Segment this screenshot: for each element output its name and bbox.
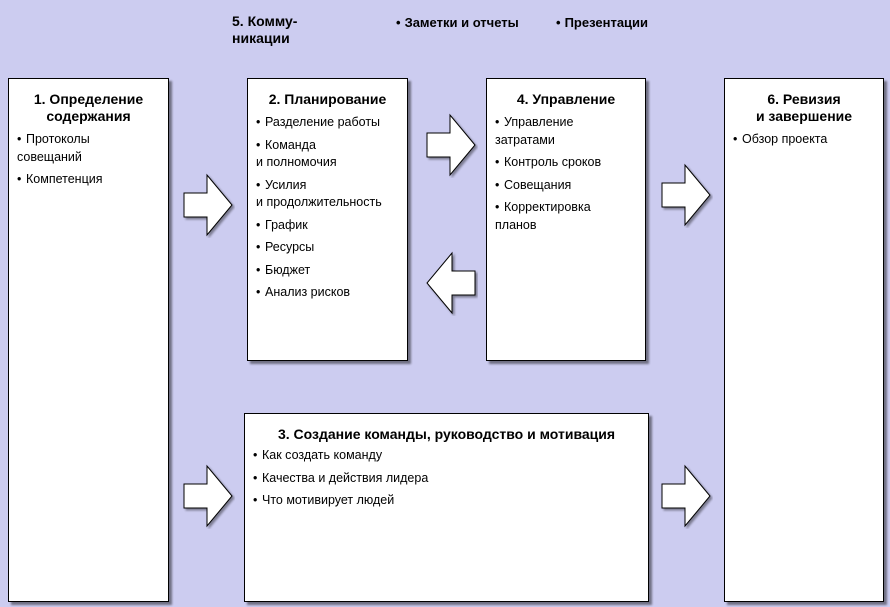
arrow-right-icon <box>661 464 711 528</box>
scope-list: •Протоколы совещаний •Компетенция <box>9 131 168 189</box>
team-list: •Как создать команду •Качества и действи… <box>245 447 648 510</box>
planning-title: 2. Планирование <box>268 91 387 107</box>
arrow-right-icon <box>661 163 711 227</box>
scope-box: 1. Определение содержания •Протоколы сов… <box>8 78 169 602</box>
list-item: •Качества и действия лидера <box>253 470 429 485</box>
list-item: •Что мотивирует людей <box>253 493 395 507</box>
review-box: 6. Ревизия и завершение •Обзор проекта <box>724 78 884 602</box>
list-item: •Контроль сроков <box>495 155 602 169</box>
scope-title: 1. Определение содержания <box>33 91 144 124</box>
list-item: •Бюджет <box>256 262 311 277</box>
list-item: •Управление затратами <box>495 115 574 147</box>
management-list: •Управление затратами •Контроль сроков •… <box>487 114 645 234</box>
arrow-right-icon <box>183 173 233 237</box>
list-item: •Корректировка планов <box>495 200 591 232</box>
arrow-right-icon <box>183 464 233 528</box>
arrow-right-icon <box>426 113 476 177</box>
list-item: •Компетенция <box>17 172 103 186</box>
communication-bullet-notes: Заметки и отчеты <box>396 15 519 31</box>
list-item: •Обзор проекта <box>733 132 828 146</box>
list-item: •График <box>256 217 308 232</box>
list-item: •Усилия и продолжительность <box>256 177 382 210</box>
planning-list: •Разделение работы •Команда и полномочия… <box>248 114 407 302</box>
list-item: •Разделение работы <box>256 115 381 129</box>
list-item: •Протоколы совещаний <box>17 132 90 164</box>
list-item: •Ресурсы <box>256 240 315 254</box>
arrow-left-icon <box>426 251 476 315</box>
list-item: •Как создать команду <box>253 448 383 462</box>
team-title: 3. Создание команды, руководство и мотив… <box>277 426 616 442</box>
team-box: 3. Создание команды, руководство и мотив… <box>244 413 649 602</box>
review-title: 6. Ревизия и завершение <box>755 91 853 124</box>
list-item: •Анализ рисков <box>256 285 351 299</box>
review-list: •Обзор проекта <box>725 131 883 149</box>
planning-box: 2. Планирование •Разделение работы •Кома… <box>247 78 408 361</box>
list-item: •Команда и полномочия <box>256 137 337 170</box>
management-box: 4. Управление •Управление затратами •Кон… <box>486 78 646 361</box>
communication-bullet-presentations: Презентации <box>556 15 648 31</box>
communication-title: 5. Комму- никации <box>232 13 298 46</box>
list-item: •Совещания <box>495 177 572 192</box>
management-title: 4. Управление <box>516 91 616 107</box>
